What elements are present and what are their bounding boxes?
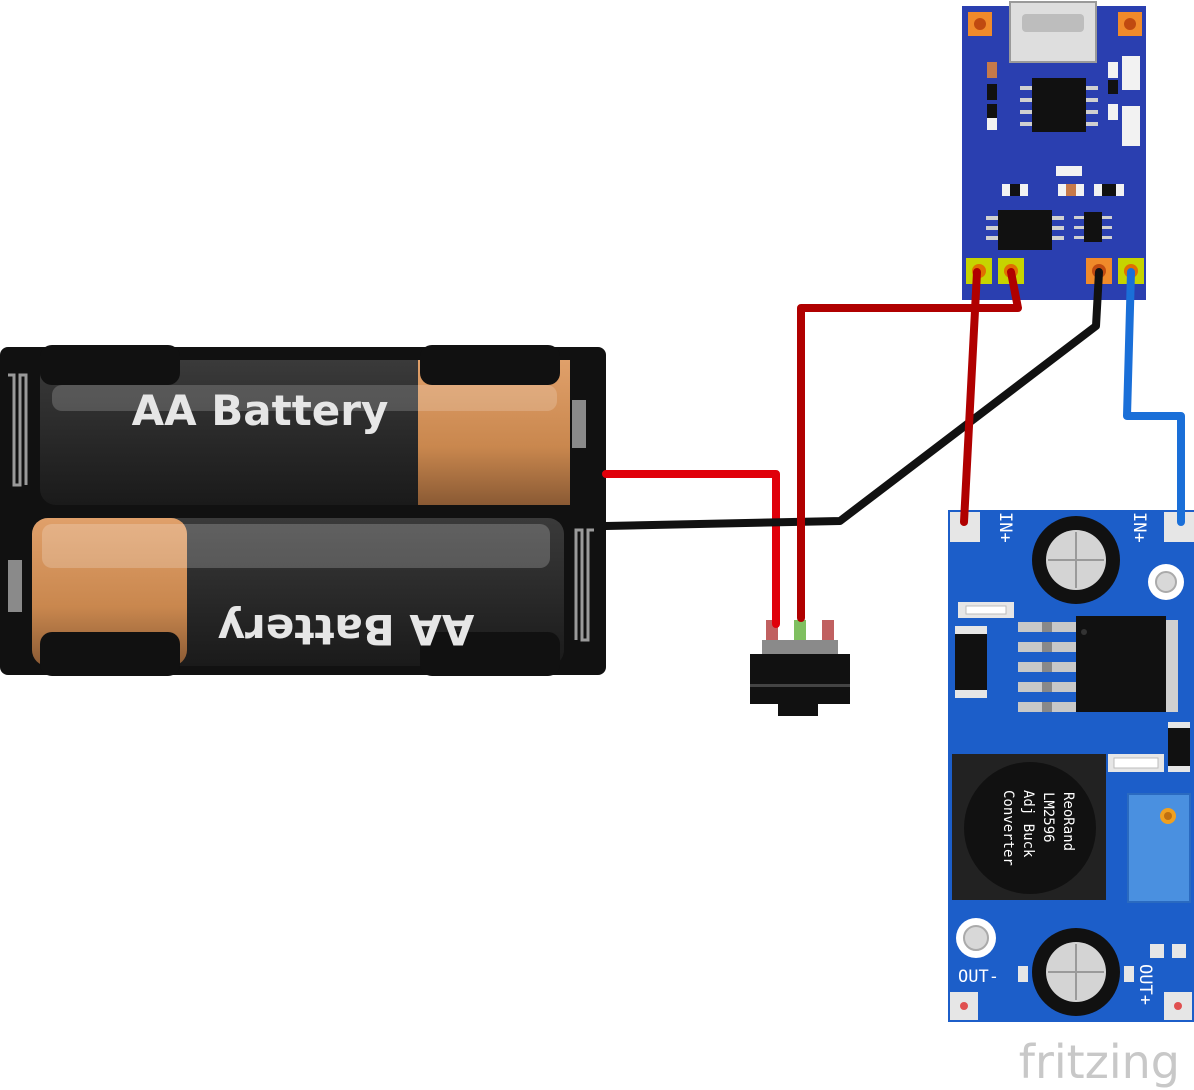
chip-text-line-2: LM2596: [1040, 792, 1056, 843]
charger-module: [962, 1, 1146, 300]
battery-bottom-label: AA Battery: [218, 605, 475, 654]
chip-text-line-4: Converter: [1000, 790, 1016, 866]
buck-converter: IN+ IN+: [948, 510, 1194, 1022]
wires: [602, 268, 1185, 628]
fritzing-logo: fritzing: [1019, 1035, 1180, 1089]
label-out-minus: OUT-: [958, 967, 999, 987]
spring-contact-top-left: [8, 373, 28, 487]
label-in-minus: IN+: [995, 512, 1015, 543]
diode: [955, 626, 987, 698]
wire-charger-to-buck-in-plus: [1123, 268, 1185, 526]
wire-battery-positive: [602, 470, 780, 628]
lm2596-ic: [1018, 616, 1178, 712]
label-in-plus: IN+: [1129, 512, 1149, 543]
battery-holder: AA Battery AA Battery: [0, 345, 606, 676]
chip-text-line-3: Adj Buck: [1020, 790, 1036, 858]
battery-cell-bottom: AA Battery: [32, 518, 564, 676]
potentiometer: [1128, 794, 1190, 902]
slide-switch: [750, 620, 850, 716]
label-out-plus: OUT+: [1135, 964, 1155, 1005]
chip-text-line-1: ReoRand: [1060, 792, 1076, 851]
charger-ic: [1032, 78, 1086, 132]
wire-charger-to-buck-in: [960, 268, 981, 526]
battery-cell-top: AA Battery: [40, 345, 570, 505]
spring-contact-bottom-right: [574, 528, 594, 642]
terminal-top-right: [572, 400, 586, 448]
terminal-bottom-left: [8, 560, 22, 612]
battery-top-label: AA Battery: [132, 386, 389, 435]
wire-switch-to-charger: [797, 268, 1022, 622]
